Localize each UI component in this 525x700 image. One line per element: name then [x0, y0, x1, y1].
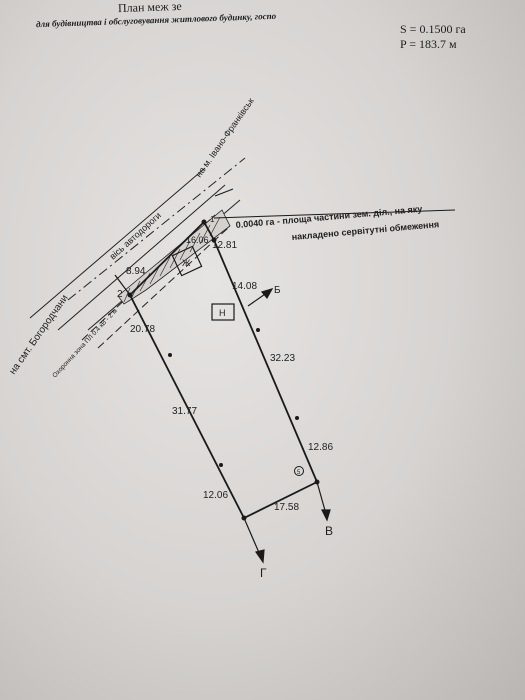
point-2-label: 2	[117, 289, 123, 300]
dim-20-78: 20.78	[130, 324, 155, 335]
dim-8-94: 8.94	[126, 266, 146, 277]
label-to-city: на м. Івано-Франківськ	[193, 96, 255, 179]
dim-14-08: 14.08	[232, 281, 257, 292]
arrow-b-head	[260, 288, 274, 300]
vertex-marker	[201, 219, 207, 225]
boundary-front-segment	[114, 274, 131, 296]
neighbor-v: В	[325, 524, 333, 538]
servitude-hatched-area	[117, 209, 231, 305]
label-road-axis: вісь автодороги	[108, 210, 163, 261]
label-protection-zone: Охоронна зона ПЛ 0.4 кВ - 2 м	[51, 307, 119, 379]
arrow-g-head	[255, 549, 265, 564]
road-edge-inner	[57, 184, 226, 331]
arrow-v-line	[316, 481, 327, 515]
point-1-label: 1	[210, 215, 215, 224]
arrow-v-head	[321, 509, 331, 522]
vertex-marker	[295, 416, 299, 420]
point-5-label: 5	[297, 470, 301, 476]
vertex-marker	[256, 328, 260, 332]
dim-12-06: 12.06	[203, 490, 228, 501]
perimeter-value: P = 183.7 м	[400, 37, 457, 51]
dim-17-58: 17.58	[274, 502, 299, 513]
road-edge-outer	[29, 167, 206, 319]
point-5-marker	[294, 466, 304, 476]
outbuilding-label: Н	[219, 308, 226, 318]
dim-16-06: 16.06	[186, 235, 209, 245]
vertex-marker	[219, 463, 223, 467]
vertex-marker	[168, 353, 172, 357]
neighbor-g: Г	[260, 566, 267, 580]
protection-zone-line-2	[97, 227, 229, 349]
vertex-marker	[211, 237, 217, 243]
dim-12-86: 12.86	[308, 442, 333, 453]
dim-32-23: 32.23	[270, 353, 295, 364]
road-axis-line	[67, 157, 246, 301]
neighbor-b: Б	[274, 285, 281, 296]
area-block: S = 0.1500 га P = 183.7 м	[400, 22, 466, 52]
house-label: Ж	[182, 258, 191, 268]
area-value: S = 0.1500 га	[400, 22, 466, 36]
plot-boundary	[128, 220, 319, 520]
house-building	[171, 245, 203, 277]
arrow-g-line	[243, 517, 261, 556]
arrow-on-axis	[214, 188, 234, 197]
dim-12-81: 12.81	[212, 240, 237, 251]
vertex-marker	[127, 292, 133, 298]
outbuilding	[211, 303, 235, 321]
dim-31-77: 31.77	[172, 406, 197, 417]
servitude-leader-line	[213, 209, 456, 219]
